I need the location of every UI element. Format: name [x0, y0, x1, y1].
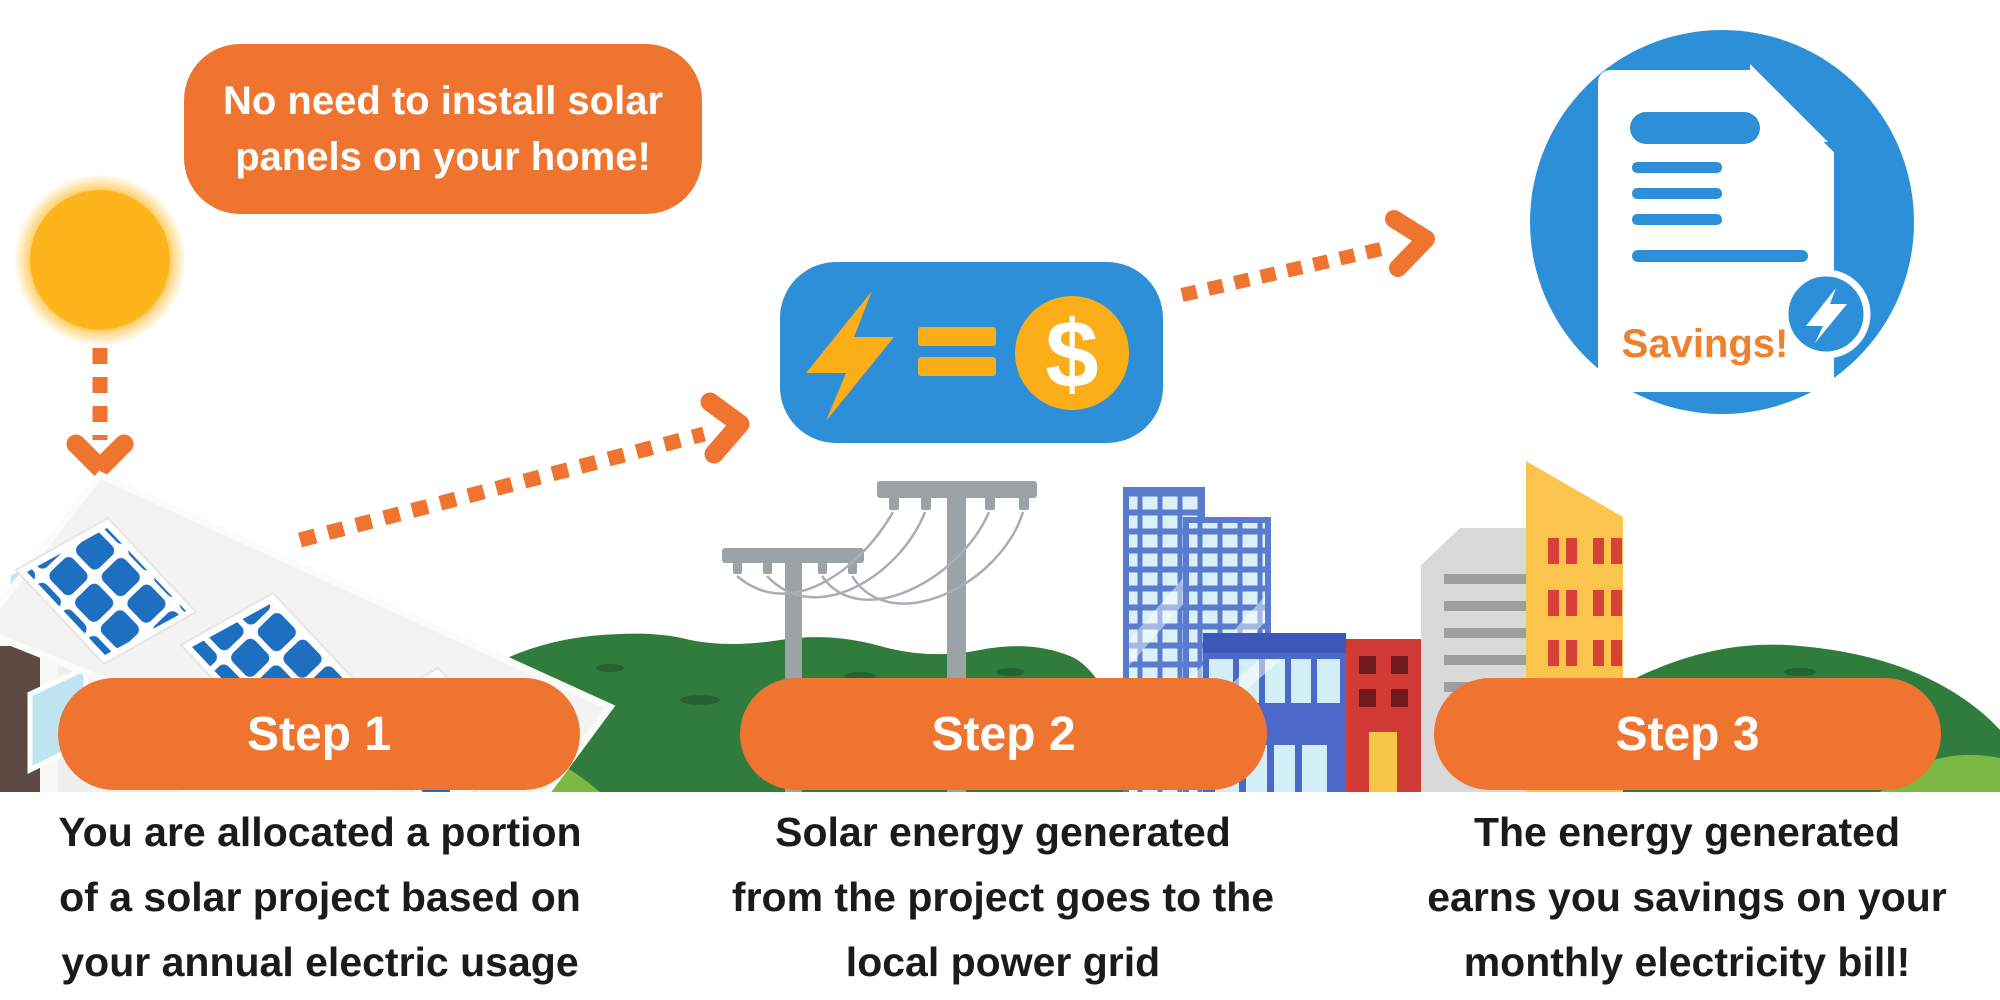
step-3-label: Step 3 — [1615, 707, 1760, 761]
equals-sign-icon — [918, 327, 996, 376]
step-3-pill: Step 3 — [1434, 678, 1941, 790]
step-2-pill: Step 2 — [740, 678, 1267, 790]
step-1-label: Step 1 — [246, 707, 392, 761]
callout-line-1: No need to install solar — [222, 79, 664, 123]
dotted-down-arrow-icon — [66, 348, 134, 478]
step-1-desc-line-3: your annual electric usage — [61, 939, 579, 985]
step-3-description: The energy generated earns you savings o… — [1377, 800, 1997, 995]
step-2-desc-line-3: local power grid — [845, 939, 1161, 985]
folded-corner — [1750, 64, 1828, 142]
dollar-coin-icon: $ — [1015, 296, 1129, 410]
step-1-desc-line-2: of a solar project based on — [59, 874, 581, 920]
dotted-up-right-arrow-icon — [1180, 210, 1435, 302]
red-building — [1346, 639, 1421, 792]
sun-icon — [14, 174, 186, 346]
callout-line-2: panels on your home! — [235, 135, 651, 179]
step-2-desc-line-1: Solar energy generated — [775, 809, 1231, 855]
power-wires — [736, 511, 1025, 605]
step-2-desc-line-2: from the project goes to the — [731, 874, 1275, 920]
dollar-sign: $ — [1045, 301, 1098, 408]
bill-document-icon — [1598, 60, 1844, 392]
dotted-up-right-arrow-icon — [298, 392, 750, 548]
step-2-description: Solar energy generated from the project … — [693, 800, 1313, 995]
step-1-pill: Step 1 — [58, 678, 580, 790]
lightning-badge-icon — [1781, 269, 1871, 359]
step-3-desc-line-3: monthly electricity bill! — [1463, 939, 1911, 985]
document-text-lines — [1630, 112, 1808, 262]
savings-label: Savings! — [1621, 322, 1789, 366]
energy-equals-money-badge: $ — [780, 262, 1163, 443]
step-3-desc-line-1: The energy generated — [1473, 809, 1901, 855]
no-panels-callout: No need to install solar panels on your … — [184, 44, 702, 214]
savings-bill-icon — [1530, 30, 1914, 414]
lightning-bolt-icon — [806, 291, 894, 421]
step-3-desc-line-2: earns you savings on your — [1427, 874, 1947, 920]
step-1-description: You are allocated a portion of a solar p… — [10, 800, 630, 995]
step-1-desc-line-1: You are allocated a portion — [58, 809, 582, 855]
solar-panel — [14, 516, 198, 666]
step-2-label: Step 2 — [931, 707, 1076, 761]
